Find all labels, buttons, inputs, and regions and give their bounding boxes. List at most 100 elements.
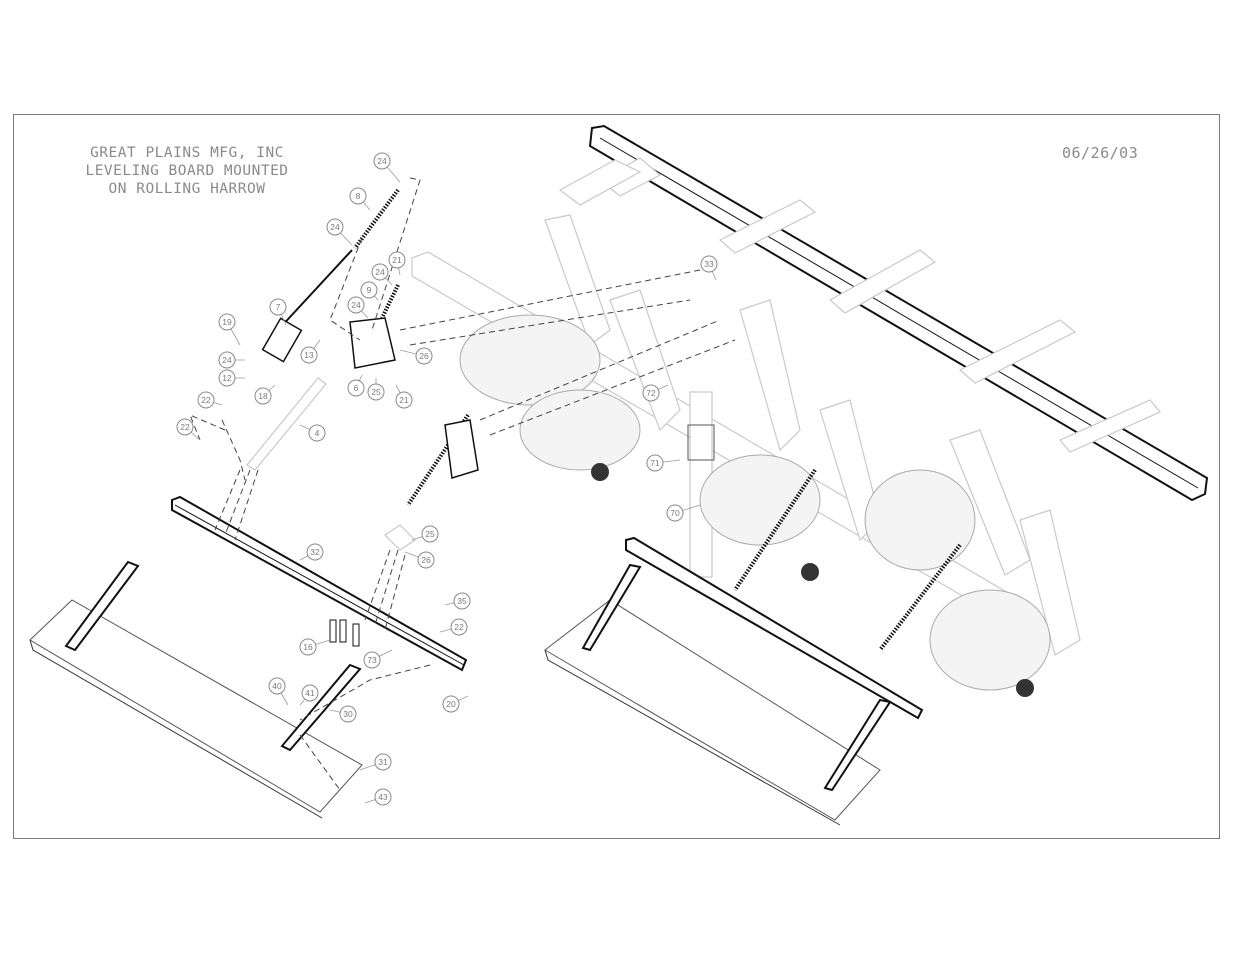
callout: 73 (363, 649, 393, 669)
callout-number: 25 (371, 387, 381, 397)
harrow-reels (459, 314, 1051, 697)
callout-circle (450, 618, 468, 636)
callout: 19 (218, 313, 241, 346)
callout-circle (326, 218, 344, 236)
callout-number: 22 (180, 422, 190, 432)
callout: 70 (666, 504, 701, 522)
callout-circle (646, 454, 664, 472)
callout: 24 (371, 263, 393, 286)
callout-circle (373, 152, 391, 170)
callout-circle (347, 296, 365, 314)
callout-number: 73 (367, 655, 377, 665)
callout: 18 (254, 384, 276, 405)
callout-number: 13 (304, 350, 314, 360)
callout-circle (453, 592, 471, 610)
callout-number: 24 (377, 156, 387, 166)
callout: 35 (444, 592, 471, 610)
callout: 24 (373, 152, 401, 183)
callout: 22 (176, 418, 201, 441)
drawing-date: 06/26/03 (1062, 144, 1139, 162)
callout-number: 21 (392, 255, 402, 265)
callout: 41 (299, 684, 319, 706)
callout-circle (367, 383, 385, 401)
callout-circle (442, 695, 460, 713)
callout: 25 (367, 378, 385, 401)
callout-number: 72 (646, 388, 656, 398)
callout: 21 (395, 384, 413, 409)
callout-circle (700, 255, 718, 273)
callout: 7 (269, 298, 287, 326)
callout: 8 (349, 187, 371, 211)
callout-circle (395, 391, 413, 409)
callout-circle (388, 251, 406, 269)
callout-number: 12 (222, 373, 232, 383)
callout: 33 (700, 255, 718, 281)
callout-circle (374, 753, 392, 771)
callout-number: 24 (351, 300, 361, 310)
callout: 24 (347, 296, 369, 319)
leveling-blade (29, 599, 363, 813)
callout: 26 (404, 551, 435, 569)
callout-number: 71 (650, 458, 660, 468)
callout-number: 33 (704, 259, 714, 269)
callout-circle (218, 369, 236, 387)
callout-number: 70 (670, 508, 680, 518)
title-block: GREAT PLAINS MFG, INC LEVELING BOARD MOU… (52, 144, 322, 198)
callout-number: 40 (272, 681, 282, 691)
callout: 32 (299, 543, 324, 561)
callout-number: 18 (258, 391, 268, 401)
callout-circle (268, 677, 286, 695)
mounted-leveling-board (544, 468, 962, 826)
callout-circle (218, 351, 236, 369)
callout-circle (197, 391, 215, 409)
callout-number: 22 (201, 395, 211, 405)
callout-number: 35 (457, 596, 467, 606)
callout-number: 31 (378, 757, 388, 767)
callout-number: 24 (222, 355, 232, 365)
callout: 31 (359, 753, 392, 771)
callout: 9 (360, 281, 379, 301)
callout: 25 (411, 525, 439, 543)
callout-number: 30 (343, 709, 353, 719)
callout: 16 (299, 638, 331, 656)
callout-circle (176, 418, 194, 436)
callout-number: 21 (399, 395, 409, 405)
callout-circle (306, 543, 324, 561)
callout-circle (371, 263, 389, 281)
callout-circle (374, 788, 392, 806)
title-line-product: LEVELING BOARD MOUNTED (85, 163, 289, 179)
callout-number: 9 (367, 285, 372, 295)
callout-circle (269, 298, 287, 316)
callout: 24 (218, 351, 245, 369)
callout: 26 (399, 347, 433, 365)
callout: 12 (218, 369, 245, 387)
callout: 22 (439, 618, 468, 636)
callout-circle (360, 281, 378, 299)
callout-number: 19 (222, 317, 232, 327)
callout-number: 16 (303, 642, 313, 652)
callout-number: 22 (454, 622, 464, 632)
leveling-board-bar (171, 495, 468, 672)
callout-number: 26 (419, 351, 429, 361)
drawing-border (13, 114, 1220, 839)
callout: 22 (197, 391, 223, 409)
callout-number: 8 (356, 191, 361, 201)
callout-number: 20 (446, 699, 456, 709)
callout-circle (363, 651, 381, 669)
callout-circle (218, 313, 236, 331)
callout: 30 (329, 705, 357, 723)
callout: 21 (388, 251, 406, 276)
callout-number: 7 (276, 302, 281, 312)
callout-number: 24 (375, 267, 385, 277)
callout: 40 (268, 677, 289, 706)
callout: 43 (364, 788, 392, 806)
callout: 20 (442, 695, 469, 713)
callout-circle (415, 347, 433, 365)
title-line-company: GREAT PLAINS MFG, INC (90, 145, 284, 161)
callout-number: 24 (330, 222, 340, 232)
callout-number: 32 (310, 547, 320, 557)
callout-circle (347, 379, 365, 397)
callout-circle (308, 424, 326, 442)
